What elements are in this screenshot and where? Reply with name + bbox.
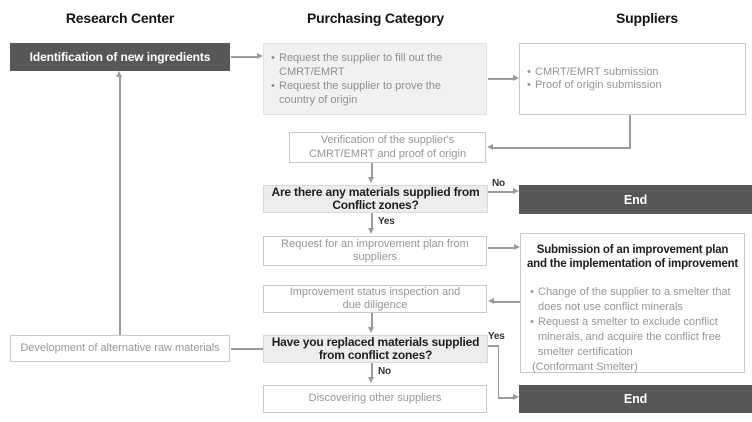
discovering-suppliers-label: Discovering other suppliers (308, 392, 442, 405)
bullet-text: Change of the supplier to a smelter that… (538, 286, 731, 313)
arrowhead-left-icon (487, 144, 493, 150)
arrowhead-down-icon (368, 177, 374, 183)
bullet-text: Request the supplier to prove the countr… (279, 80, 442, 106)
flow-line-submission-to-inspection (494, 301, 520, 303)
verification-line1: Verification of the supplier's (320, 134, 455, 146)
identification-new-ingredients-label: Identification of new ingredients (29, 50, 211, 64)
column-header-purchasing-category: Purchasing Category (306, 10, 444, 26)
improvement-plan-request-line1: Request for an improvement plan from (281, 237, 469, 250)
arrowhead-right-icon (513, 394, 519, 400)
flow-line-identification-to-request (231, 56, 257, 58)
bullet-glyph: • (527, 65, 531, 78)
status-inspection-line2: due diligence (342, 299, 408, 311)
flow-label-no: No (492, 178, 505, 189)
arrowhead-right-icon (257, 53, 263, 59)
bullet-glyph: • (530, 286, 534, 298)
submission-box: • CMRT/EMRT submission • Proof of origin… (519, 43, 746, 115)
bullet-text: Proof of origin submission (535, 79, 662, 91)
verification-box: Verification of the supplier's CMRT/EMRT… (289, 132, 486, 163)
arrowhead-down-icon (368, 327, 374, 333)
flow-line-yes2-vertical (497, 345, 499, 398)
flow-label-yes: Yes (378, 216, 395, 227)
flow-line-verification-to-decision (371, 163, 373, 178)
end-box-2-label: End (623, 392, 648, 406)
flow-line-submission-down (629, 115, 631, 148)
arrowhead-right-icon (513, 188, 519, 194)
flow-line-request-to-improvement-submission (488, 247, 514, 249)
bullet-glyph: • (527, 79, 531, 91)
flow-line-no-to-end1 (488, 191, 513, 193)
column-header-suppliers: Suppliers (616, 10, 678, 26)
discovering-suppliers-box: Discovering other suppliers (263, 385, 487, 413)
end-box-1-label: End (623, 192, 648, 207)
column-header-research-center: Research Center (65, 10, 175, 26)
flow-label-yes: Yes (488, 331, 505, 342)
bullet-item: • Request the supplier to fill out the C… (271, 51, 480, 79)
arrowhead-right-icon (513, 75, 519, 81)
flow-label-no: No (378, 366, 391, 377)
flow-line-development-up (119, 77, 121, 335)
status-inspection-line1: Improvement status inspection and (289, 285, 461, 298)
bullet-text: Request the supplier to fill out the CMR… (279, 52, 443, 78)
flow-line-submission-to-verification (493, 147, 631, 149)
bullet-item: • Change of the supplier to a smelter th… (530, 285, 738, 315)
request-supplier-box: • Request the supplier to fill out the C… (263, 43, 487, 115)
bullet-text: CMRT/EMRT submission (535, 65, 659, 78)
flow-line-request-to-submission (488, 78, 513, 80)
replaced-materials-decision-line2: from conflict zones? (318, 348, 433, 362)
bullet-item: • Proof of origin submission (527, 79, 739, 93)
flow-line-yes-to-improvement-request (371, 213, 373, 229)
improvement-submission-title-line2: and the implementation of improvement (526, 258, 739, 270)
end-box-2: End (519, 385, 752, 413)
replaced-materials-decision-line1: Have you replaced materials supplied (271, 335, 480, 349)
status-inspection-box: Improvement status inspection and due di… (263, 285, 487, 313)
bullet-glyph: • (271, 80, 275, 92)
bullet-item: • CMRT/EMRT submission (527, 66, 739, 80)
bullet-item: • Request the supplier to prove the coun… (271, 79, 480, 107)
development-alternative-materials-box: Development of alternative raw materials (10, 335, 230, 362)
bullet-item: • Request a smelter to exclude conflict … (530, 315, 738, 360)
end-box-1: End (519, 185, 752, 214)
conformant-smelter-note: (Conformant Smelter) (532, 361, 638, 373)
improvement-submission-title-line1: Submission of an improvement plan (536, 244, 729, 256)
flow-line-no2-to-discovering (371, 363, 373, 378)
arrowhead-down-icon (368, 228, 374, 234)
improvement-plan-request-box: Request for an improvement plan from sup… (263, 236, 487, 266)
improvement-submission-box: Submission of an improvement plan and th… (520, 233, 745, 373)
development-alternative-materials-label: Development of alternative raw materials (20, 341, 220, 354)
bullet-text: Request a smelter to exclude conflict mi… (538, 316, 721, 358)
replaced-materials-decision-box: Have you replaced materials supplied fro… (263, 335, 488, 363)
arrowhead-left-icon (488, 298, 494, 304)
conflict-zones-decision-line1: Are there any materials supplied from (271, 185, 480, 199)
bullet-glyph: • (271, 52, 275, 64)
conflict-zones-decision-line2: Conflict zones? (332, 198, 419, 212)
improvement-plan-request-line2: suppliers (352, 251, 398, 263)
conflict-zones-decision-box: Are there any materials supplied from Co… (263, 185, 488, 213)
flow-line-decision-to-development (231, 348, 263, 350)
verification-line2: CMRT/EMRT and proof of origin (308, 147, 467, 160)
arrowhead-right-icon (514, 244, 520, 250)
flow-line-inspection-to-decision (371, 313, 373, 328)
identification-new-ingredients-box: Identification of new ingredients (10, 43, 230, 71)
arrowhead-up-icon (116, 71, 122, 77)
improvement-submission-bullets: • Change of the supplier to a smelter th… (521, 285, 744, 375)
bullet-glyph: • (530, 316, 534, 328)
flow-line-yes2-horizontal (488, 345, 499, 347)
arrowhead-down-icon (368, 377, 374, 383)
flow-line-yes2-to-end2 (498, 397, 513, 399)
